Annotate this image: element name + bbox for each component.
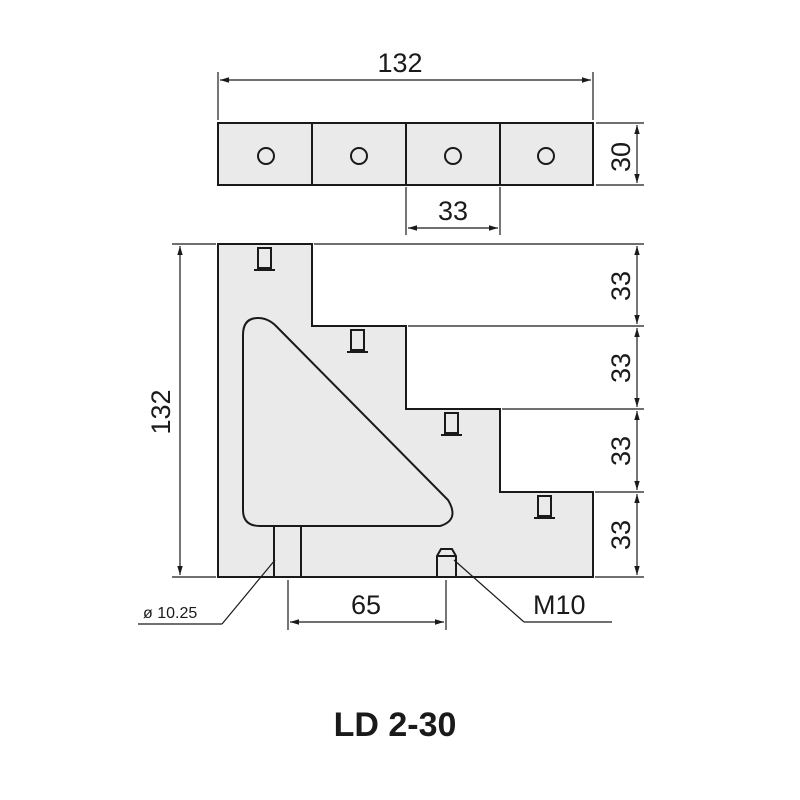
- hole-diameter-label: ø 10.25: [143, 605, 197, 622]
- top-height-dimension: 30: [596, 122, 644, 186]
- hole-diameter-callout: ø 10.25: [138, 559, 276, 625]
- top-width-label: 132: [377, 48, 422, 78]
- counterbore-hole: [273, 526, 302, 577]
- top-height-label: 30: [606, 142, 636, 172]
- threaded-insert: [254, 247, 275, 271]
- step-label-3: 33: [606, 436, 636, 466]
- top-view: [217, 122, 594, 186]
- top-width-dimension: 132: [217, 48, 594, 120]
- front-height-dimension: 132: [146, 243, 216, 578]
- mounting-hole: [350, 147, 368, 165]
- drawing-title: LD 2-30: [334, 706, 457, 744]
- thread-label: M10: [533, 590, 586, 620]
- triangular-pocket: [242, 316, 454, 527]
- front-view: [217, 243, 594, 578]
- step-label-1: 33: [606, 271, 636, 301]
- mounting-hole: [257, 147, 275, 165]
- step-label-4: 33: [606, 520, 636, 550]
- threaded-insert: [534, 495, 555, 519]
- thread-callout: M10: [453, 559, 612, 623]
- m10-thread-hole: [436, 548, 457, 577]
- offset-dimension: 65: [287, 580, 447, 630]
- pitch-label: 33: [438, 196, 468, 226]
- offset-label: 65: [351, 590, 381, 620]
- mounting-hole: [444, 147, 462, 165]
- stepped-bracket-outline: [217, 243, 594, 578]
- step-dimensions: 33 33 33 33: [314, 243, 644, 578]
- front-height-label: 132: [146, 389, 176, 434]
- step-label-2: 33: [606, 353, 636, 383]
- threaded-insert: [441, 412, 462, 436]
- pitch-dimension: 33: [405, 187, 501, 235]
- threaded-insert: [347, 329, 368, 353]
- mounting-hole: [537, 147, 555, 165]
